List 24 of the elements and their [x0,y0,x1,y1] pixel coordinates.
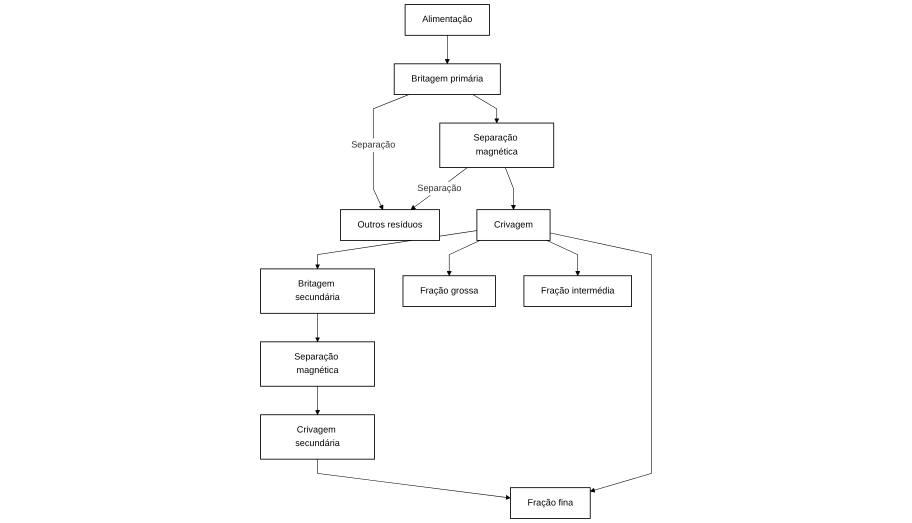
arrow [550,232,652,492]
arrow [505,167,516,210]
node-box: Crivagem [476,209,550,241]
node-box: Outros resíduos [340,209,440,241]
node-box: Britagem secundária [260,268,375,314]
node-box: Fração fina [510,487,591,519]
node-box: Separação magnética [439,122,554,168]
node-box: Fração intermédia [523,275,632,307]
arrow [317,458,511,500]
arrow [472,94,500,124]
arrow [372,94,410,210]
arrow [315,313,320,342]
node-box: Alimentação [404,4,490,36]
arrow [315,386,320,415]
edge-label: Separação [351,140,396,150]
node-box: Britagem primária [394,63,501,95]
node-box: Fração grossa [402,275,496,307]
arrow [546,240,580,276]
node-box: Separação magnética [260,341,375,387]
arrow [446,240,480,276]
edge-label: Separação [417,183,462,194]
arrow [410,167,468,210]
arrow [444,35,450,64]
node-box: Crivagem secundária [260,414,375,460]
